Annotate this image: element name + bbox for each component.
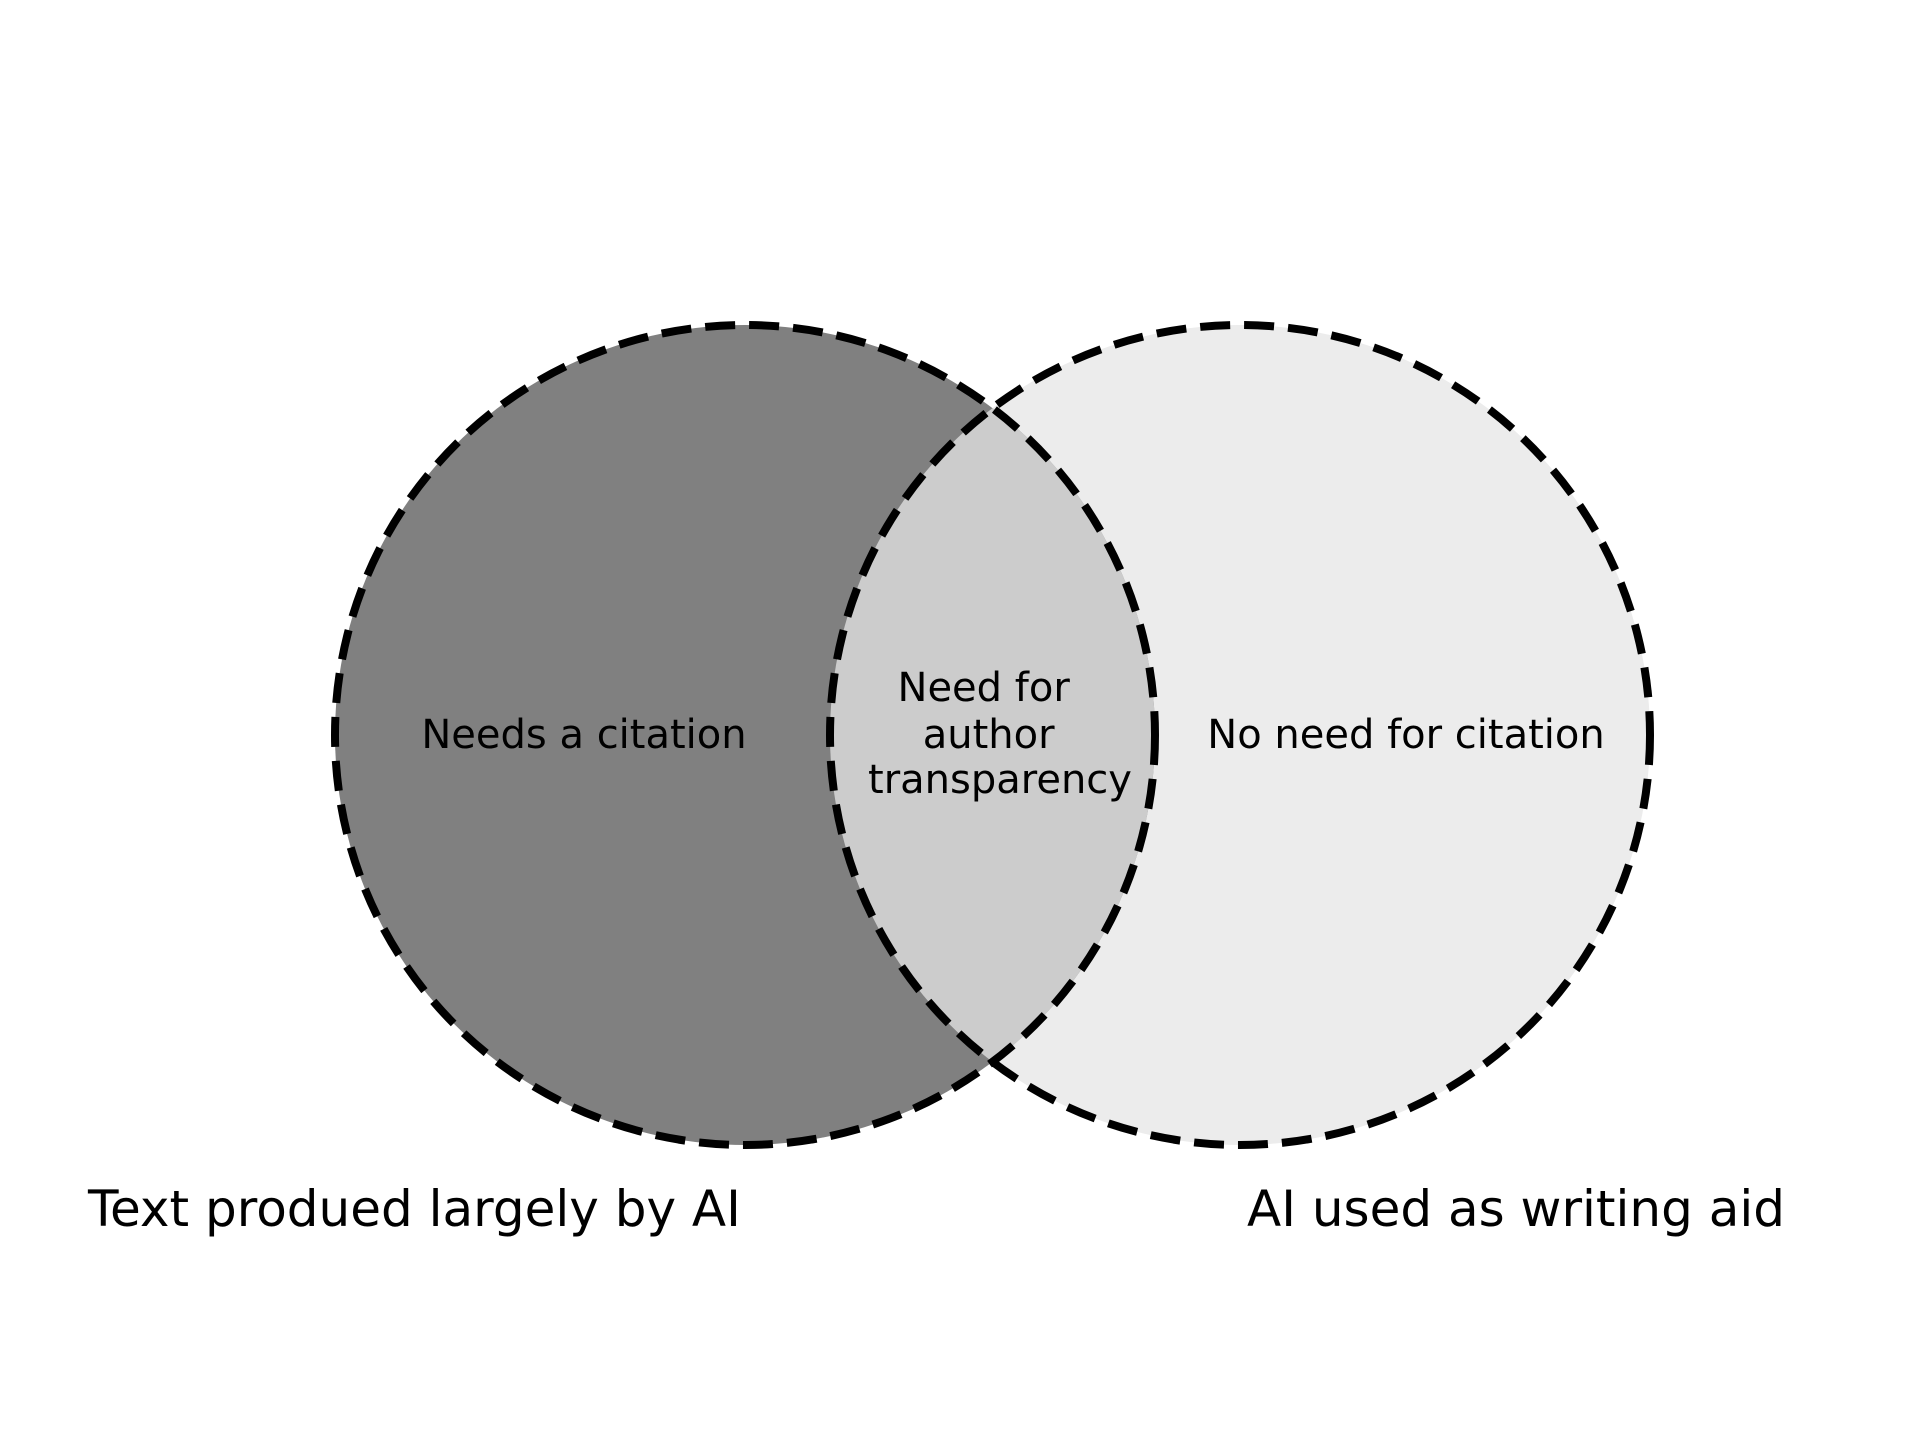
intersection-label-line: transparency [868, 757, 1132, 803]
intersection-label-line: Need for [898, 665, 1071, 711]
intersection-label-line: author [923, 712, 1055, 758]
intersection-fill [830, 325, 1155, 1145]
left-set-label: Text produed largely by AI [87, 1180, 741, 1238]
left-set-outline [331, 321, 1159, 1149]
right-only-region-label: No need for citation [1207, 712, 1604, 758]
intersection-region-label: Need for author transparency [868, 665, 1132, 803]
right-set-outline [826, 321, 1654, 1149]
right-set-label: AI used as writing aid [1247, 1180, 1785, 1238]
left-only-region-label: Needs a citation [421, 712, 746, 758]
